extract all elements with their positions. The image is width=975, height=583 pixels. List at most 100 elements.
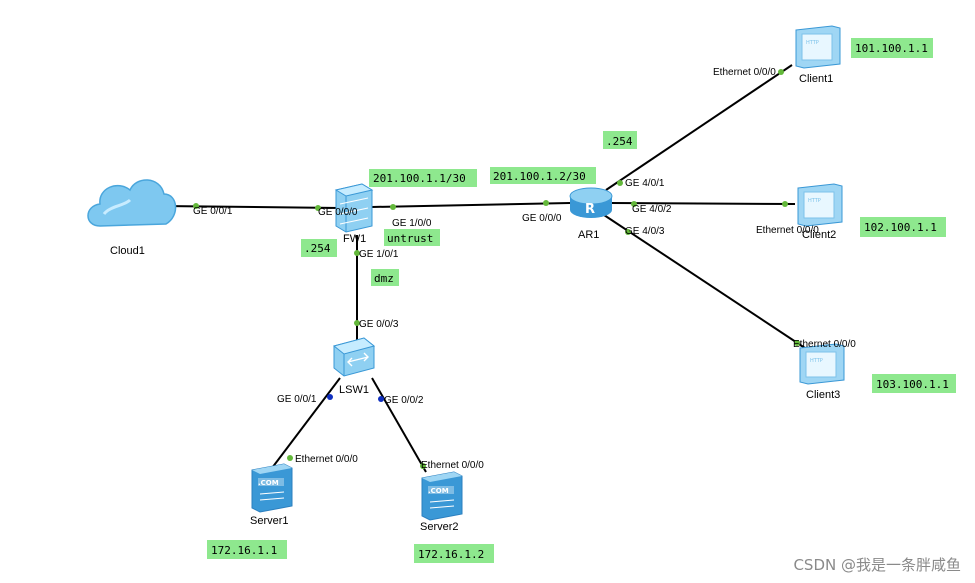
note-untrust[interactable]: untrust (384, 229, 440, 246)
device-label-client3: Client3 (806, 389, 840, 401)
port-label-ar1-ge401: GE 4/0/1 (625, 178, 665, 189)
note-text-dmz: dmz (374, 272, 394, 285)
link-fw1-ar1[interactable] (371, 202, 571, 208)
note-text-client3-ip: 103.100.1.1 (876, 378, 949, 391)
port-dot-fw1-ge100 (390, 204, 396, 210)
device-label-client2: Client2 (802, 229, 836, 241)
port-dot-ar1-ge000 (543, 200, 549, 206)
port-label-lsw1-ge001: GE 0/0/1 (277, 394, 317, 405)
note-text-fw-wan-ip: 201.100.1.1/30 (373, 172, 466, 185)
port-label-fw1-ge101: GE 1/0/1 (359, 249, 399, 260)
client1-device[interactable]: HTTP Client1 (795, 25, 841, 85)
note-text-untrust: untrust (387, 232, 433, 245)
port-dot-ar1-ge403 (625, 229, 631, 235)
link-ar1-client2[interactable] (609, 202, 796, 205)
note-text-client1-ip: 101.100.1.1 (855, 42, 928, 55)
device-label-server2: Server2 (420, 521, 459, 533)
router-r-letter: R (585, 202, 595, 217)
port-label-server2-eth: Ethernet 0/0/0 (421, 460, 484, 471)
port-dots (193, 69, 800, 469)
note-client3-ip[interactable]: 103.100.1.1 (872, 374, 956, 393)
note-client1-ip[interactable]: 101.100.1.1 (851, 38, 933, 58)
link-lsw1-server2[interactable] (371, 377, 427, 473)
note-dmz[interactable]: dmz (371, 269, 399, 286)
port-dot-fw1-ge101 (354, 250, 360, 256)
note-fw-dmz-gw[interactable]: .254 (301, 239, 337, 257)
client2-device[interactable]: HTTP Client2 (797, 183, 843, 241)
port-label-client1-eth: Ethernet 0/0/0 (713, 67, 776, 78)
port-label-ar1-ge403: GE 4/0/3 (625, 226, 665, 237)
port-label-client2-eth: Ethernet 0/0/0 (756, 225, 819, 236)
ar1-device[interactable]: R AR1 (569, 187, 613, 241)
cloud1-device[interactable]: Cloud1 (87, 179, 177, 257)
device-label-ar1: AR1 (578, 229, 599, 241)
switch-icon (332, 337, 376, 377)
note-text-server2-ip: 172.16.1.2 (418, 548, 484, 561)
port-label-cloud1-ge001: GE 0/0/1 (193, 206, 233, 217)
port-dot-server2-eth (420, 463, 426, 469)
client3-device[interactable]: HTTP Client3 (799, 343, 845, 401)
port-label-ar1-ge402: GE 4/0/2 (632, 204, 672, 215)
port-dot-client1-eth (778, 69, 784, 75)
port-label-ar1-ge000: GE 0/0/0 (522, 213, 562, 224)
port-dot-cloud1-ge001 (193, 203, 199, 209)
port-label-client3-eth: Ethernet 0/0/0 (793, 339, 856, 350)
client-http-text: HTTP (810, 358, 823, 364)
notes: 101.100.1.1 .254 201.100.1.1/30 201.100.… (207, 38, 956, 563)
note-fw-wan-ip[interactable]: 201.100.1.1/30 (369, 169, 477, 187)
port-label-fw1-ge000: GE 0/0/0 (318, 207, 358, 218)
port-labels: GE 0/0/1 GE 0/0/0 GE 1/0/0 GE 0/0/0 GE 1… (193, 67, 856, 471)
note-server2-ip[interactable]: 172.16.1.2 (414, 544, 494, 563)
links (161, 64, 809, 473)
note-client2-ip[interactable]: 102.100.1.1 (860, 217, 946, 237)
note-text-fw-dmz-gw: .254 (304, 242, 331, 255)
server-icon: .COM (251, 463, 293, 513)
port-label-lsw1-ge002: GE 0/0/2 (384, 395, 424, 406)
note-text-ar-client1-gw: .254 (606, 135, 633, 148)
port-dot-server1-eth (287, 455, 293, 461)
note-text-server1-ip: 172.16.1.1 (211, 544, 277, 557)
fw1-device[interactable]: FW1 (334, 183, 374, 245)
lsw1-device[interactable]: LSW1 (332, 337, 376, 396)
client-pc-icon: HTTP (795, 25, 841, 69)
note-text-client2-ip: 102.100.1.1 (864, 221, 937, 234)
server1-device[interactable]: .COM Server1 (250, 463, 293, 527)
note-server1-ip[interactable]: 172.16.1.1 (207, 540, 287, 559)
firewall-icon (334, 183, 374, 233)
client-pc-icon: HTTP (797, 183, 843, 227)
device-label-lsw1: LSW1 (339, 384, 369, 396)
port-label-server1-eth: Ethernet 0/0/0 (295, 454, 358, 465)
port-dot-lsw1-ge003 (354, 320, 360, 326)
port-dot-fw1-ge000 (315, 205, 321, 211)
device-label-client1: Client1 (799, 73, 833, 85)
note-text-ar-wan-ip: 201.100.1.2/30 (493, 170, 586, 183)
client-pc-icon: HTTP (799, 343, 845, 385)
server-icon: .COM (421, 471, 463, 521)
device-label-cloud1: Cloud1 (110, 245, 145, 257)
note-ar-wan-ip[interactable]: 201.100.1.2/30 (490, 167, 596, 184)
link-lsw1-server1[interactable] (271, 377, 341, 469)
note-ar-client1-gw[interactable]: .254 (603, 131, 637, 149)
client-http-text: HTTP (808, 198, 821, 204)
link-cloud1-fw1[interactable] (161, 205, 341, 209)
link-ar1-client1[interactable] (605, 64, 793, 191)
port-dot-ar1-ge402 (631, 201, 637, 207)
port-dot-lsw1-ge001 (327, 394, 333, 400)
cloud-icon (87, 179, 177, 227)
port-dot-ar1-ge401 (617, 180, 623, 186)
port-dot-lsw1-ge002 (378, 396, 384, 402)
client-http-text: HTTP (806, 40, 819, 46)
port-label-lsw1-ge003: GE 0/0/3 (359, 319, 399, 330)
watermark: CSDN @我是一条胖咸鱼 (793, 556, 961, 574)
port-dot-client2-eth (782, 201, 788, 207)
port-label-fw1-ge100: GE 1/0/0 (392, 218, 432, 229)
router-icon: R (569, 187, 613, 218)
link-ar1-client3[interactable] (603, 214, 809, 351)
server-com-text: .COM (428, 487, 449, 495)
device-label-server1: Server1 (250, 515, 289, 527)
device-label-fw1: FW1 (343, 233, 366, 245)
server-com-text: .COM (258, 479, 279, 487)
server2-device[interactable]: .COM Server2 (420, 471, 463, 533)
port-dot-client3-eth (794, 340, 800, 346)
